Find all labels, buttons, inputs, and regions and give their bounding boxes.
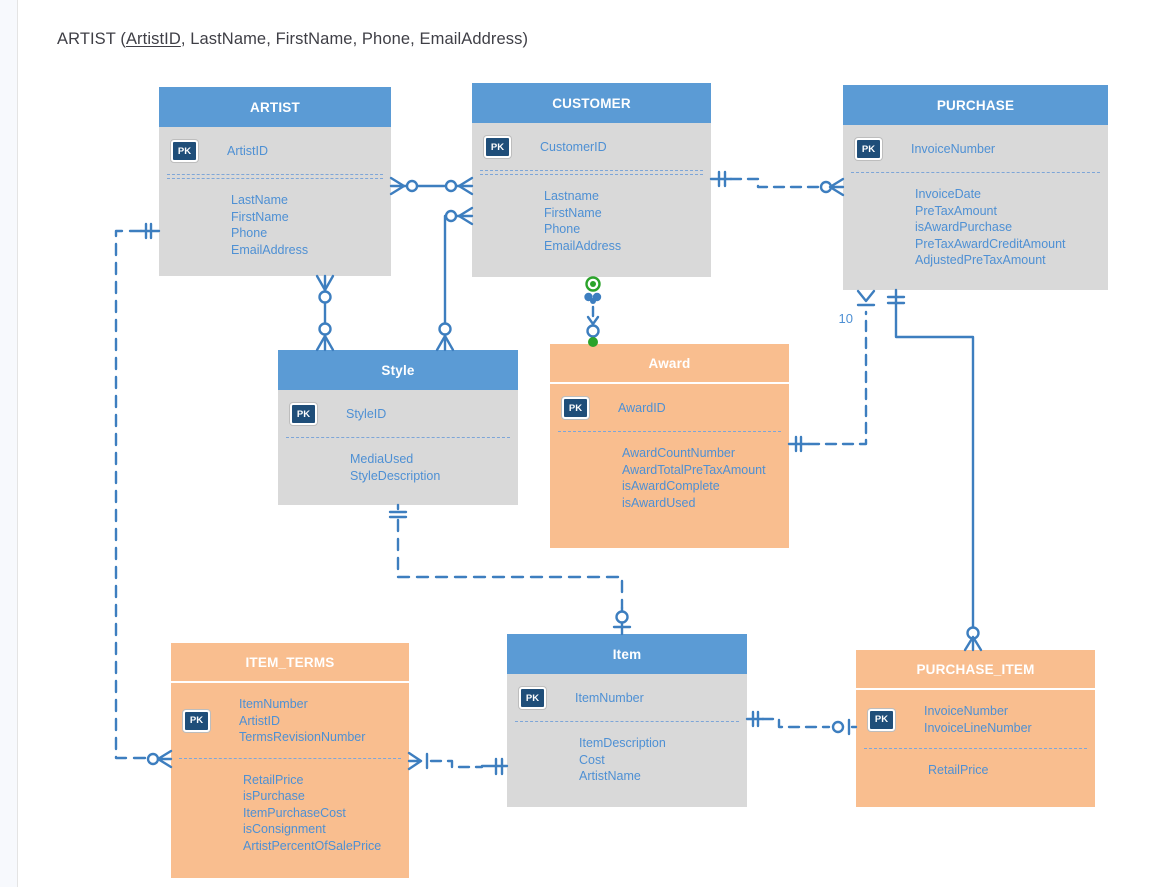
attribute-field: PreTaxAmount	[915, 203, 997, 218]
entity-purchase-title: PURCHASE	[843, 85, 1108, 125]
entity-customer[interactable]: CUSTOMER PK CustomerID Lastname FirstNam…	[472, 83, 711, 277]
entity-item-terms[interactable]: ITEM_TERMS PK ItemNumber ArtistID TermsR…	[171, 643, 409, 878]
connector-anchor-icon	[584, 292, 602, 304]
attribute-field: MediaUsed	[350, 452, 414, 466]
pk-badge: PK	[171, 140, 198, 162]
attribute-field: ArtistName	[579, 769, 641, 783]
title-prefix: ARTIST (	[57, 30, 126, 48]
attribute-field: StyleDescription	[350, 468, 441, 483]
attribute-field: Lastname	[544, 189, 599, 203]
relationship-purchase-purchase-item[interactable]	[886, 288, 983, 652]
pk-field: StyleID	[346, 406, 387, 421]
page-margin-strip	[0, 0, 18, 887]
attribute-separator	[851, 172, 1100, 173]
attribute-separator	[515, 721, 739, 722]
pk-badge: PK	[519, 687, 546, 709]
attribute-field: EmailAddress	[231, 242, 309, 257]
entity-item-terms-body: PK ItemNumber ArtistID TermsRevisionNumb…	[171, 683, 409, 878]
pk-badge: PK	[183, 709, 210, 732]
attribute-field: ItemDescription	[579, 736, 666, 750]
pk-badge: PK	[868, 708, 895, 731]
entity-purchase-body: PK InvoiceNumber InvoiceDate PreTaxAmoun…	[843, 125, 1108, 290]
attribute-field: ArtistPercentOfSalePrice	[243, 838, 382, 853]
pk-badge: PK	[290, 403, 317, 425]
entity-artist-body: PK ArtistID LastName FirstName Phone Ema…	[159, 127, 391, 276]
title-suffix: , LastName, FirstName, Phone, EmailAddre…	[180, 30, 529, 48]
attribute-separator	[558, 431, 781, 432]
attribute-field: LastName	[231, 193, 288, 207]
entity-award-body: PK AwardID AwardCountNumber AwardTotalPr…	[550, 384, 789, 548]
entity-purchase-item-body: PK InvoiceNumber InvoiceLineNumber Retai…	[856, 690, 1095, 807]
attribute-field: isAwardPurchase	[915, 220, 1013, 234]
attribute-field: RetailPrice	[928, 763, 989, 777]
entity-award[interactable]: Award PK AwardID AwardCountNumber AwardT…	[550, 344, 789, 548]
attribute-separator	[480, 170, 703, 175]
attribute-field: RetailPrice	[243, 772, 304, 787]
attribute-field: PreTaxAwardCreditAmount	[915, 236, 1066, 251]
page-title: ARTIST (ArtistID, LastName, FirstName, P…	[57, 30, 528, 49]
entity-item-title: Item	[507, 634, 747, 674]
attribute-field: AdjustedPreTaxAmount	[915, 253, 1046, 267]
attribute-separator	[286, 437, 510, 438]
attribute-field: isAwardUsed	[622, 495, 696, 510]
attribute-field: FirstName	[231, 209, 289, 224]
relationship-customer-purchase[interactable]	[709, 170, 845, 197]
pk-field: ItemNumber	[239, 697, 308, 711]
entity-style[interactable]: Style PK StyleID MediaUsed StyleDescript…	[278, 350, 518, 505]
entity-style-body: PK StyleID MediaUsed StyleDescription	[278, 390, 518, 505]
attribute-separator	[167, 174, 383, 179]
entity-customer-title: CUSTOMER	[472, 83, 711, 123]
attribute-field: Phone	[544, 222, 581, 236]
entity-purchase-item-title: PURCHASE_ITEM	[856, 650, 1095, 690]
pk-field: ArtistID	[239, 713, 280, 728]
title-underlined-key: ArtistID	[125, 30, 181, 48]
pk-field: ArtistID	[227, 143, 268, 158]
entity-purchase-item[interactable]: PURCHASE_ITEM PK InvoiceNumber InvoiceLi…	[856, 650, 1095, 807]
relationship-item-terms-item[interactable]	[407, 751, 509, 776]
cardinality-label: 10	[838, 311, 853, 326]
entity-artist-title: ARTIST	[159, 87, 391, 127]
entity-item[interactable]: Item PK ItemNumber ItemDescription Cost …	[507, 634, 747, 807]
entity-purchase[interactable]: PURCHASE PK InvoiceNumber InvoiceDate Pr…	[843, 85, 1108, 290]
pk-field: InvoiceNumber	[911, 141, 996, 156]
attribute-field: isAwardComplete	[622, 479, 720, 493]
pk-field: ItemNumber	[575, 690, 644, 705]
pk-field: InvoiceNumber	[924, 704, 1009, 718]
attribute-field: InvoiceDate	[915, 187, 982, 201]
entity-artist[interactable]: ARTIST PK ArtistID LastName FirstName Ph…	[159, 87, 391, 276]
relationship-item-purchase-item[interactable]	[745, 710, 858, 736]
relationship-customer-style[interactable]	[435, 206, 474, 352]
relationship-customer-award-selected[interactable]	[584, 276, 602, 348]
pk-badge: PK	[855, 138, 882, 160]
entity-item-terms-title: ITEM_TERMS	[171, 643, 409, 683]
entity-item-body: PK ItemNumber ItemDescription Cost Artis…	[507, 674, 747, 807]
attribute-field: EmailAddress	[544, 238, 622, 253]
attribute-field: isPurchase	[243, 789, 305, 803]
pk-field: AwardID	[618, 400, 666, 415]
attribute-field: AwardTotalPreTaxAmount	[622, 462, 766, 477]
pk-field: InvoiceLineNumber	[924, 720, 1032, 735]
attribute-field: Phone	[231, 226, 268, 240]
pk-field: CustomerID	[540, 139, 607, 154]
pk-badge: PK	[562, 397, 589, 419]
attribute-field: isConsignment	[243, 822, 326, 836]
attribute-separator	[864, 748, 1087, 749]
attribute-separator	[179, 757, 401, 759]
pk-field: TermsRevisionNumber	[239, 730, 366, 744]
attribute-field: Cost	[579, 752, 605, 767]
relationship-artist-customer[interactable]	[389, 176, 474, 196]
entity-style-title: Style	[278, 350, 518, 390]
pk-badge: PK	[484, 136, 511, 158]
attribute-field: AwardCountNumber	[622, 446, 736, 460]
relationship-artist-item-terms[interactable]	[114, 222, 173, 769]
attribute-field: FirstName	[544, 205, 602, 220]
entity-customer-body: PK CustomerID Lastname FirstName Phone E…	[472, 123, 711, 277]
attribute-field: ItemPurchaseCost	[243, 805, 346, 820]
entity-award-title: Award	[550, 344, 789, 384]
relationship-artist-style[interactable]	[315, 274, 335, 352]
